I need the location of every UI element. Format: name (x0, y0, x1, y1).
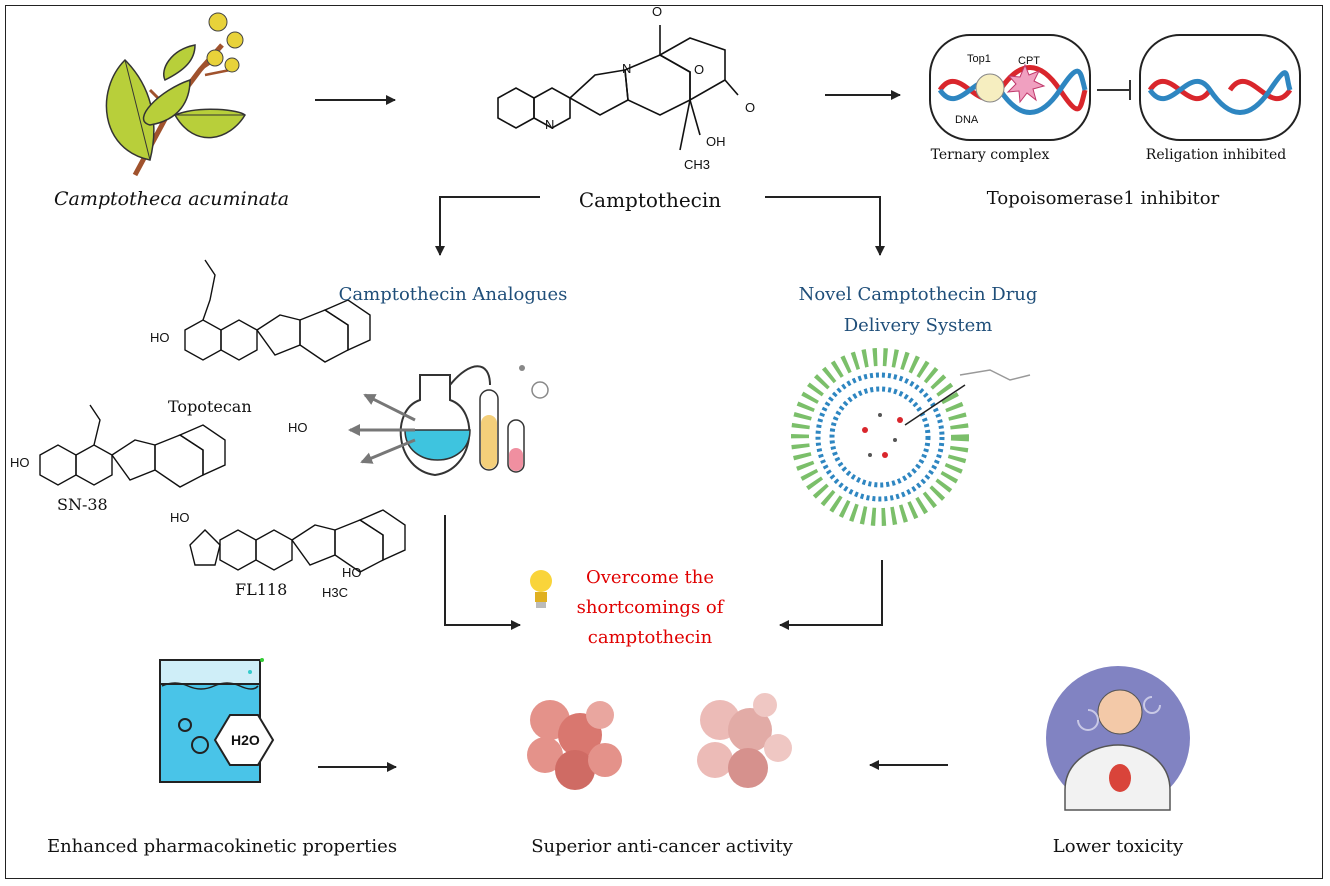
atom-ho-sn38-2: HO (170, 510, 190, 525)
analogues-title: Camptothecin Analogues (338, 284, 568, 305)
religation-inhibited-label: Religation inhibited (1145, 147, 1287, 163)
atom-oh: OH (706, 134, 726, 149)
religation-inhibited-panel (1139, 34, 1301, 141)
cpt-tag: CPT (1018, 55, 1040, 67)
fl118-structure (189, 509, 406, 573)
anticancer-label: Superior anti-cancer activity (531, 836, 793, 857)
atom-o-1: O (652, 4, 663, 19)
ternary-complex-label: Ternary complex (930, 147, 1050, 163)
atom-oh-fl118: HO (342, 565, 362, 580)
atom-ch3: CH3 (684, 157, 711, 172)
delivery-title-line1: Novel Camptothecin Drug (798, 284, 1038, 305)
patient-illustration (1046, 666, 1190, 811)
atom-ho-topotecan-2: HO (288, 420, 308, 435)
overcome-line1: Overcome the (585, 567, 715, 588)
topotecan-structure (184, 259, 371, 363)
camptothecin-structure (497, 25, 739, 151)
atom-n-2: N (545, 117, 555, 132)
pk-label: Enhanced pharmacokinetic properties (46, 836, 398, 857)
liposome-illustration (791, 348, 1031, 526)
atom-n-1: N (622, 61, 632, 76)
arrow-delivery-to-overcome (779, 560, 883, 630)
sn38-label: SN-38 (57, 495, 108, 514)
arrow-flask-to-fl118 (360, 438, 416, 464)
overcome-line2: shortcomings of (576, 597, 724, 618)
beaker-water-icon (159, 658, 275, 783)
arrow-flask-to-topotecan (363, 393, 416, 422)
overcome-line3: camptothecin (587, 627, 713, 648)
arrow-to-delivery (765, 196, 885, 256)
atom-ho-sn38: HO (10, 455, 30, 470)
diagram-frame (5, 5, 1323, 879)
h2o-label: H2O (231, 732, 260, 748)
toxicity-label: Lower toxicity (1052, 836, 1184, 857)
sn38-structure (39, 404, 226, 488)
arrow-to-analogues (435, 196, 540, 256)
dispersed-cancer-cells (697, 693, 792, 788)
ternary-complex-panel (929, 34, 1091, 141)
plant-label: Camptotheca acuminata (54, 188, 290, 210)
atom-o-2: O (694, 62, 705, 77)
fl118-label: FL118 (235, 580, 288, 599)
top1-tag: Top1 (967, 53, 991, 65)
camptothecin-label: Camptothecin (578, 188, 722, 212)
plant-illustration (105, 12, 246, 177)
topotecan-label: Topotecan (168, 397, 252, 416)
atom-h3c-fl118: H3C (322, 585, 349, 600)
atom-ho-topotecan: HO (150, 330, 170, 345)
dna-tag: DNA (955, 114, 979, 126)
cancer-cell-cluster (527, 700, 622, 790)
atom-o-3: O (745, 100, 756, 115)
delivery-title-line2: Delivery System (843, 315, 993, 336)
lightbulb-icon (530, 570, 552, 608)
arrow-analogues-to-overcome (444, 515, 521, 630)
flask-illustration (399, 365, 549, 477)
topoisomerase-label: Topoisomerase1 inhibitor (986, 188, 1220, 209)
